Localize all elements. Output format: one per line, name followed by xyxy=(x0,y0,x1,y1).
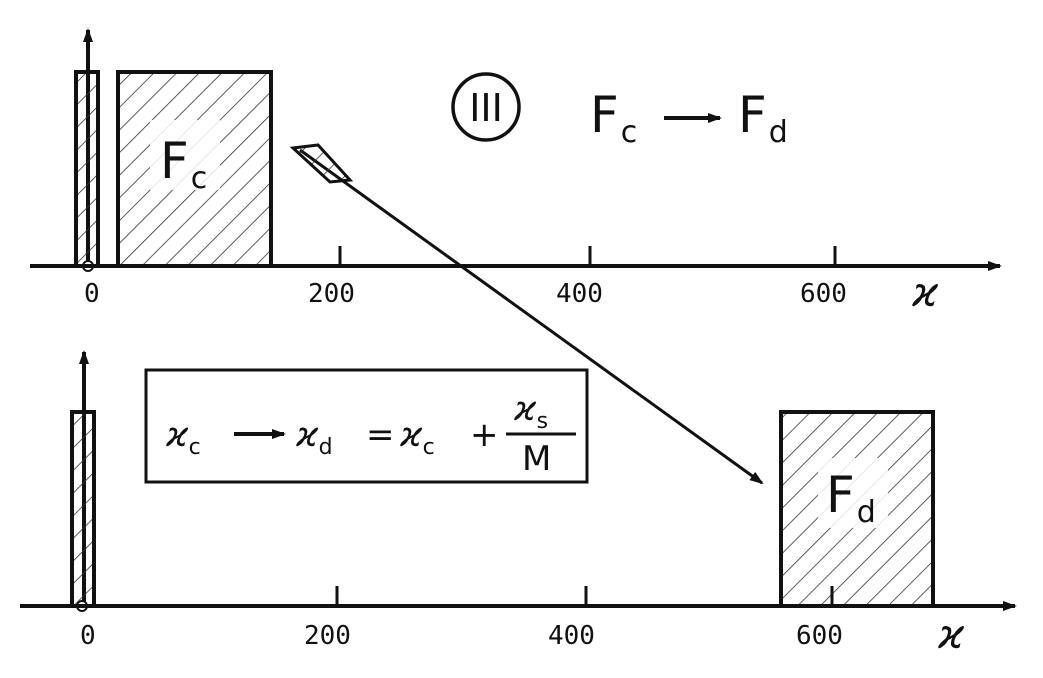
fd-box-label: Fd xyxy=(826,466,876,530)
svg-text:=: = xyxy=(366,415,395,455)
top-tick-label-600: 600 xyxy=(800,279,847,309)
formula: ϰc ϰd = ϰc + ϰs M xyxy=(165,389,576,479)
bottom-axis-symbol: ϰ xyxy=(937,612,965,658)
formula-box xyxy=(144,368,589,484)
bottom-zero-bar xyxy=(70,410,96,608)
top-zero-bar xyxy=(74,70,100,268)
bottom-tick-label-600: 600 xyxy=(796,621,843,651)
fc-box-label: Fc xyxy=(160,132,207,196)
transition-to: Fd xyxy=(738,86,788,150)
bottom-tick-label-0: 0 xyxy=(80,621,96,651)
svg-text:+: + xyxy=(470,415,499,455)
svg-text:ϰs: ϰs xyxy=(513,389,548,434)
svg-text:ϰc: ϰc xyxy=(399,415,435,460)
fd-box xyxy=(779,410,935,608)
transition-from: Fc xyxy=(590,86,637,150)
diagonal-transition-arrow xyxy=(289,143,764,485)
svg-text:ϰc: ϰc xyxy=(165,415,201,460)
top-tick-label-0: 0 xyxy=(84,279,100,309)
bottom-panel: Fd 0 200 400 600 ϰ ϰc ϰd = ϰc + ϰs M xyxy=(20,350,1017,658)
top-panel: Fc 0 200 400 600 ϰ III Fc Fd xyxy=(30,28,1002,316)
top-tick-label-400: 400 xyxy=(556,279,603,309)
top-tick-label-200: 200 xyxy=(308,279,355,309)
roman-numeral: III xyxy=(469,86,503,130)
svg-text:ϰd: ϰd xyxy=(295,415,333,460)
arrow-fletching-icon xyxy=(289,143,354,184)
roman-circle xyxy=(451,72,521,142)
top-axis-symbol: ϰ xyxy=(911,270,939,316)
svg-text:M: M xyxy=(522,439,551,479)
bottom-tick-label-400: 400 xyxy=(548,621,595,651)
bottom-tick-label-200: 200 xyxy=(304,621,351,651)
